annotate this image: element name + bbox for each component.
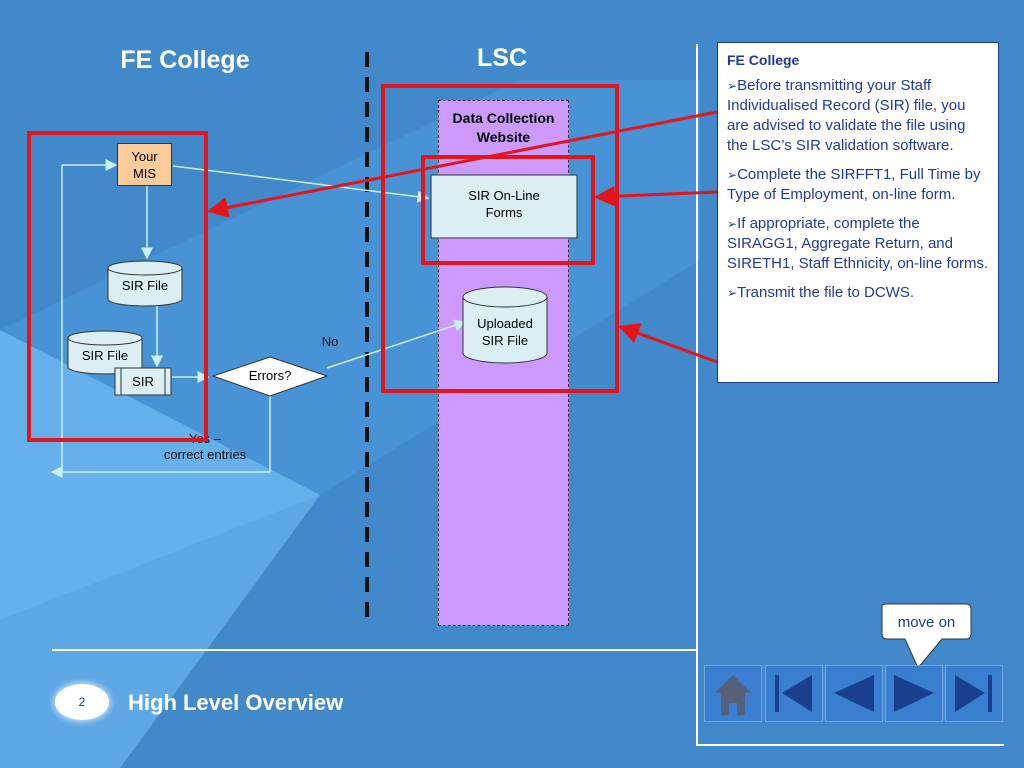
arrow-bullet-icon: [727, 284, 737, 301]
footer-title: High Level Overview: [128, 690, 344, 715]
next-slide-button[interactable]: [885, 665, 943, 722]
arrow-bullet-icon: [727, 77, 737, 94]
uploaded-line-1: Uploaded: [477, 316, 533, 331]
panel-item-1-text: Before transmitting your Staff Individua…: [727, 77, 966, 154]
slide-number: 2: [78, 695, 86, 709]
dcw-title-line-2: Website: [476, 129, 531, 145]
lsc-highlight: [381, 84, 619, 393]
your-mis-box: Your MIS: [117, 143, 172, 186]
sir-online-forms-box: SIR On-Line Forms: [431, 187, 577, 221]
panel-item-4-text: Transmit the file to DCWS.: [737, 284, 915, 301]
panel-item-3: If appropriate, complete the SIRAGG1, Ag…: [727, 214, 989, 274]
first-slide-button[interactable]: [765, 665, 823, 722]
sir-file-cylinder-1: SIR File: [121, 278, 169, 293]
fe-college-title: FE College: [120, 46, 250, 74]
uploaded-line-2: SIR File: [481, 333, 529, 348]
arrow-bullet-icon: [727, 166, 737, 183]
panel-item-3-text: If appropriate, complete the SIRAGG1, Ag…: [727, 215, 989, 272]
lsc-title: LSC: [477, 44, 527, 72]
move-on-callout[interactable]: move on: [897, 614, 956, 631]
your-mis-line-1: Your: [131, 149, 158, 164]
previous-slide-button[interactable]: [825, 665, 883, 722]
online-forms-line-2: Forms: [485, 205, 523, 220]
home-icon: [715, 675, 751, 715]
panel-item-2-text: Complete the SIRFFT1, Full Time by Type …: [727, 166, 981, 203]
arrow-bullet-icon: [727, 215, 737, 232]
slide-number-badge: [55, 684, 109, 720]
panel-item-4: Transmit the file to DCWS.: [727, 283, 989, 303]
sir-process-box: SIR: [132, 374, 154, 389]
your-mis-line-2: MIS: [132, 166, 157, 181]
errors-decision: Errors?: [248, 368, 292, 383]
last-slide-icon: [955, 675, 992, 712]
next-icon: [894, 675, 934, 712]
yes-label-line-2: correct entries: [163, 447, 247, 462]
data-collection-website-title: Data Collection Website: [438, 109, 569, 147]
fe-college-info-panel: FE College Before transmitting your Staf…: [717, 42, 999, 383]
panel-item-1: Before transmitting your Staff Individua…: [727, 76, 989, 156]
panel-item-2: Complete the SIRFFT1, Full Time by Type …: [727, 165, 989, 205]
online-forms-highlight: [421, 155, 595, 265]
online-forms-line-1: SIR On-Line: [468, 188, 540, 203]
previous-icon: [834, 675, 874, 712]
panel-heading: FE College: [727, 52, 800, 68]
uploaded-sir-file-cylinder: Uploaded SIR File: [463, 315, 547, 349]
fe-college-highlight: [27, 131, 208, 442]
no-label: No: [321, 334, 339, 349]
first-slide-icon: [775, 675, 812, 712]
dcw-title-line-1: Data Collection: [452, 110, 555, 126]
sir-file-cylinder-2: SIR File: [81, 348, 129, 363]
last-slide-button[interactable]: [945, 665, 1003, 722]
home-button[interactable]: [704, 665, 762, 722]
